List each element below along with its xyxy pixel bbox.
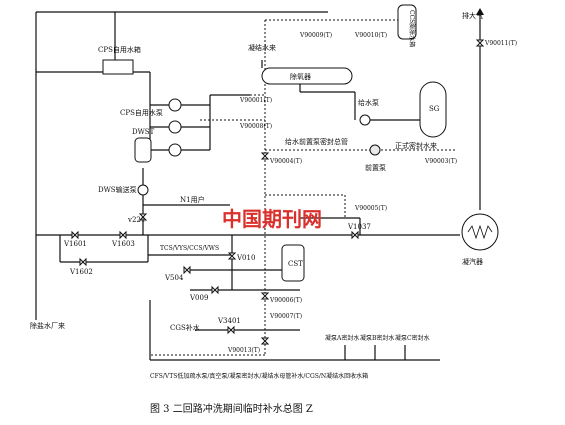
label-v221: v221: [127, 216, 145, 224]
label-v1601: V1601: [63, 240, 87, 248]
deaerator-symbol: [261, 67, 353, 85]
valve-v504-icon: [183, 265, 191, 275]
valve-v009-icon: [211, 285, 219, 295]
label-deaerator: 除氧器: [290, 72, 311, 81]
label-feed-pump: 给水泵: [358, 98, 379, 107]
label-v3401: V3401: [217, 317, 241, 325]
label-v504: V504: [164, 274, 184, 282]
label-condensate-in: 凝结水来: [248, 43, 276, 52]
label-v90004: V90004(T): [269, 158, 302, 165]
label-cps-pump: CPS自用水泵: [120, 108, 163, 117]
label-dwst: DWST: [132, 128, 155, 136]
label-v90007: V90007(T): [269, 313, 302, 320]
label-pump-c-seal: 凝泵C密封水: [395, 334, 430, 342]
label-v1037: V1037: [347, 223, 371, 231]
label-formal-seal-water: 正式密封水来: [395, 141, 437, 150]
cps-tank-symbol: [102, 59, 134, 75]
cst-tank: [281, 244, 305, 282]
label-vent: 排大气: [462, 11, 483, 20]
valve-v010-icon: [227, 252, 237, 260]
label-v009: V009: [189, 294, 208, 302]
valve-v1037-icon: [351, 230, 359, 240]
valve-v1603-icon: [119, 230, 127, 240]
vent-arrow-icon: [476, 8, 484, 15]
label-v90009: V90009(T): [299, 32, 332, 39]
label-condenser: 凝汽器: [462, 257, 483, 266]
label-tcs-line: TCS/VYS/CCS/VWS: [160, 245, 219, 252]
figure-caption: 图 3 二回路冲洗期间临时补水总图 Z: [150, 402, 313, 415]
label-v90013: V90013(T): [227, 347, 260, 354]
label-ccs-tank: CCS膨胀水箱: [408, 10, 416, 47]
valve-v1601-icon: [71, 230, 79, 240]
label-v90008: V90008(T): [239, 123, 272, 130]
dws-pump: [137, 184, 149, 196]
valve-v90006-icon: [260, 292, 270, 300]
label-dws-pump: DWS输送泵: [98, 185, 137, 194]
label-pump-b-seal: 凝泵B密封水: [360, 334, 394, 342]
cps-pump-2: [168, 120, 182, 134]
sg-symbol: [419, 81, 447, 138]
pre-pump: [369, 144, 381, 156]
label-n1-user: N1用户: [180, 195, 205, 204]
label-v90005: V90005(T): [354, 205, 387, 212]
label-feed-prepump-seal: 给水前置泵密封总管: [285, 137, 348, 146]
label-v010: V010: [236, 254, 255, 262]
valve-v90011-icon: [475, 39, 485, 47]
cps-pump-1: [168, 98, 182, 112]
label-v90010: V90010(T): [354, 32, 387, 39]
label-sg: SG: [429, 105, 440, 113]
label-v90003: V90003(T): [424, 158, 457, 165]
label-cps-tank: CPS自用水箱: [98, 45, 141, 54]
feed-pump: [359, 114, 371, 126]
condenser-symbol: [461, 213, 499, 251]
label-v90001: V90001(T): [239, 97, 272, 104]
label-pump-a-seal: 凝泵A密封水: [325, 334, 359, 342]
ccs-expansion-tank: [397, 4, 417, 40]
journal-watermark: 中国期刊网: [222, 207, 322, 231]
valve-v90004-icon: [260, 152, 270, 160]
label-v90006: V90006(T): [269, 297, 302, 304]
label-cgs-makeup: CGS补水: [170, 323, 200, 332]
label-desalted-water: 除盐水厂来: [30, 321, 65, 330]
label-cst: CST: [288, 260, 303, 268]
label-pre-pump: 前置泵: [365, 163, 386, 172]
valve-v90013-icon: [260, 337, 270, 345]
label-bottom-header: CFS/VTS低加疏水泵/真空泵/凝泵密封水/凝结水母管补水/CGS/N凝结水回…: [150, 372, 368, 380]
valve-v3401-icon: [227, 325, 235, 335]
label-v1602: V1602: [69, 268, 93, 276]
label-v90011: V90011(T): [484, 40, 517, 47]
dwst-tank: [134, 137, 152, 163]
label-v1603: V1603: [111, 240, 135, 248]
condenser-coil: [467, 224, 493, 240]
cps-pump-3: [168, 143, 182, 157]
valve-v221-icon: [138, 213, 148, 221]
valve-v1602-icon: [79, 257, 87, 267]
